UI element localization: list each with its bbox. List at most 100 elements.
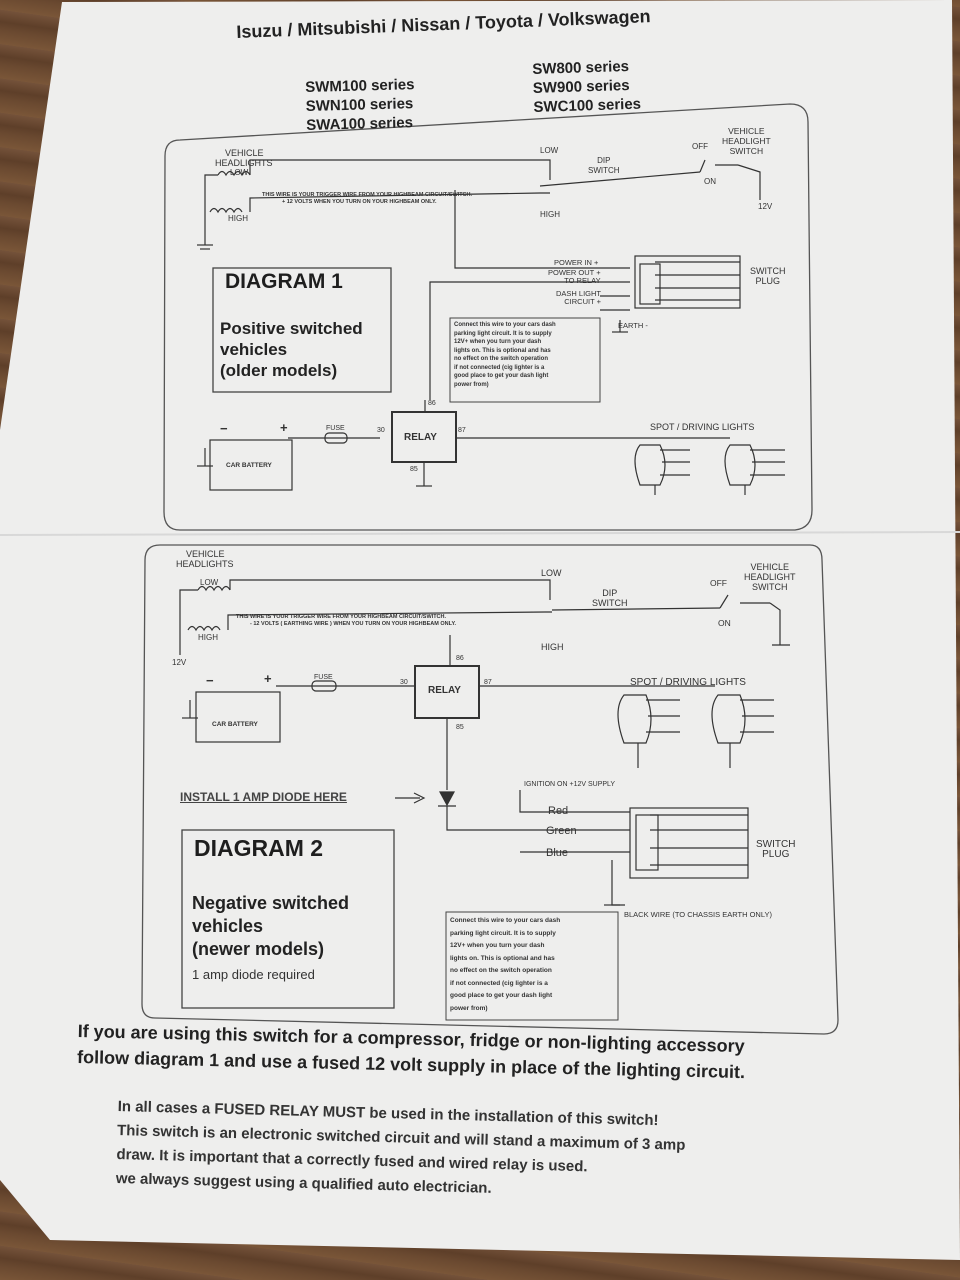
note-line: 12V+ when you turn your dash: [454, 339, 542, 345]
label-line: CIRCUIT +: [564, 297, 602, 306]
d1-battery-plus: +: [280, 420, 288, 435]
d2-green-wire-label: Green: [546, 825, 577, 837]
subtitle-line: Negative switched: [192, 893, 350, 913]
d2-title: DIAGRAM 2: [194, 835, 324, 861]
d2-battery-minus: −: [206, 673, 214, 688]
note-line: THIS WIRE IS YOUR TRIGGER WIRE FROM YOUR…: [236, 614, 447, 620]
label-line: VEHICLE: [225, 148, 264, 158]
d2-high-bottom-label: HIGH: [541, 642, 564, 652]
note-line: power from): [450, 1004, 488, 1012]
note-line: if not connected (cig lighter is a: [454, 364, 545, 371]
d2-diode-required: 1 amp diode required: [192, 967, 315, 982]
label-line: SWITCH: [588, 166, 620, 175]
diagram2-info-box: [181, 829, 395, 1009]
d1-pin85: 85: [410, 466, 418, 473]
d1-fuse-label: FUSE: [326, 425, 345, 432]
series-item: SWA100 series: [306, 114, 414, 134]
label-line: POWER OUT +: [548, 268, 601, 277]
d1-battery-minus: −: [220, 421, 228, 436]
label-line: TO RELAY: [564, 276, 601, 285]
diagram1-wiring: [197, 159, 785, 495]
d2-trigger-note: THIS WIRE IS YOUR TRIGGER WIRE FROM YOUR…: [236, 614, 456, 628]
note-line: power from): [454, 381, 489, 388]
d2-high-label: HIGH: [198, 633, 218, 642]
d2-pin86: 86: [456, 655, 464, 662]
subtitle-line: Positive switched: [220, 319, 363, 338]
d1-subtitle: Positive switched vehicles (older models): [220, 318, 363, 381]
d1-relay-label: RELAY: [404, 432, 437, 443]
d1-earth-label: EARTH -: [618, 321, 648, 330]
d2-dash-note-text: Connect this wire to your cars dash parki…: [450, 915, 616, 1015]
subtitle-line: vehicles: [220, 340, 288, 359]
note-line: lights on. This is optional and has: [450, 954, 555, 962]
d1-high-label: HIGH: [228, 214, 248, 223]
label-line: DIP: [602, 588, 618, 598]
note-line: no effect on the switch operation: [454, 356, 549, 362]
d2-fuse-label: FUSE: [314, 674, 333, 681]
d1-on-label: ON: [704, 177, 716, 186]
d2-blue-wire-label: Blue: [546, 847, 569, 859]
diagram2-wiring: [179, 579, 790, 906]
d2-black-wire-label: BLACK WIRE (TO CHASSIS EARTH ONLY): [624, 910, 772, 919]
note-line: + 12 VOLTS WHEN YOU TURN ON YOUR HIGHBEA…: [282, 198, 437, 205]
d2-spot-lights-label: SPOT / DRIVING LIGHTS: [630, 677, 746, 688]
d1-title: DIAGRAM 1: [225, 270, 343, 293]
d2-ignition-label: IGNITION ON +12V SUPPLY: [524, 781, 616, 788]
subtitle-line: (newer models): [192, 939, 325, 959]
diagram1-info-box: [212, 267, 392, 393]
d1-pin86: 86: [428, 400, 436, 407]
series-right-list: SW800 series SW900 series SWC100 series: [532, 57, 641, 117]
label-line: HEADLIGHT: [744, 572, 796, 582]
d2-12v-label: 12V: [172, 658, 187, 667]
note-line: parking light circuit. It is to supply: [450, 929, 556, 937]
label-line: HEADLIGHTS: [215, 158, 273, 168]
note-line: - 12 VOLTS ( EARTHING WIRE ) WHEN YOU TU…: [250, 621, 457, 627]
d2-off-label: OFF: [710, 578, 727, 588]
d2-battery-label: CAR BATTERY: [212, 721, 258, 728]
label-line: DIP: [597, 156, 611, 165]
d1-power-out-label: POWER OUT +TO RELAY: [548, 269, 601, 285]
label-line: SWITCH: [756, 839, 796, 850]
note-line: good place to get your dash light: [450, 992, 553, 999]
note-line: 12V+ when you turn your dash: [450, 942, 545, 949]
label-line: PLUG: [762, 849, 790, 860]
d1-pin30: 30: [377, 427, 385, 434]
d2-relay-label: RELAY: [428, 685, 461, 696]
label-line: HEADLIGHTS: [176, 559, 234, 569]
d1-off-label: OFF: [692, 142, 708, 151]
subtitle-line: (older models): [220, 361, 338, 380]
d2-pin85: 85: [456, 724, 464, 731]
d2-red-wire-label: Red: [548, 805, 569, 817]
paper-fold-line: [0, 531, 960, 536]
label-line: VEHICLE: [750, 562, 790, 572]
d1-power-in-label: POWER IN +: [554, 258, 599, 267]
label-line: VEHICLE: [186, 549, 225, 559]
note-line: if not connected (cig lighter is a: [450, 979, 548, 987]
series-item: SWC100 series: [533, 95, 642, 116]
d2-pin30: 30: [400, 679, 408, 686]
label-line: SWITCH: [729, 146, 764, 156]
d1-spot-lights-label: SPOT / DRIVING LIGHTS: [650, 422, 755, 432]
d2-low-top-label: LOW: [541, 568, 562, 578]
d1-pin87: 87: [458, 427, 466, 434]
label-line: VEHICLE: [728, 126, 765, 136]
note-line: Connect this wire to your cars dash: [450, 917, 561, 924]
label-line: SWITCH: [592, 598, 628, 608]
d1-low-top-label: LOW: [540, 146, 559, 155]
note-line: lights on. This is optional and has: [454, 347, 551, 354]
subtitle-line: vehicles: [192, 916, 264, 936]
note-line: parking light circuit. It is to supply: [454, 330, 552, 337]
label-line: DASH LIGHT: [556, 289, 602, 298]
note-line: THIS WIRE IS YOUR TRIGGER WIRE FROM YOUR…: [262, 192, 473, 198]
label-line: SWITCH: [752, 582, 788, 592]
